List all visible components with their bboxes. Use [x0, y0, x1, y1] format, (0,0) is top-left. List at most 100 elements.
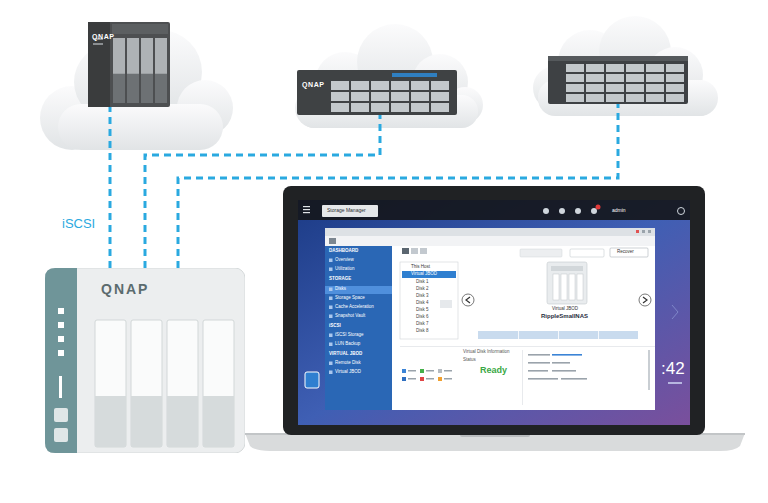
screen-ui-part-part	[329, 362, 333, 366]
rack-server-part-part	[646, 64, 664, 72]
rack-nas-graphic-part	[331, 103, 349, 112]
screen-ui-part	[408, 378, 416, 380]
screen-ui-part	[577, 274, 583, 300]
screen-ui-part	[438, 369, 442, 373]
desktop-nas-graphic-part	[58, 350, 64, 356]
tower-nas-graphic-part	[127, 38, 139, 103]
screen-ui-part	[569, 274, 575, 300]
screen-ui-part	[543, 208, 549, 214]
screen-ui-part	[553, 274, 559, 300]
screen-ui-part	[518, 331, 520, 339]
rack-nas-graphic	[297, 70, 457, 115]
rack-nas-graphic-part	[431, 92, 449, 101]
field-name: Status	[463, 358, 476, 363]
screen-ui-part	[643, 297, 647, 303]
screen-ui-part	[305, 372, 319, 388]
brand-logo: QNAP	[302, 81, 325, 88]
screen-ui-part	[559, 208, 565, 214]
screen-ui-part-part	[329, 288, 333, 292]
screen-ui-part	[561, 378, 587, 380]
tower-nas-graphic-part	[113, 74, 125, 103]
rack-nas-graphic-part	[371, 103, 389, 112]
tower-nas-graphic-part	[127, 74, 139, 103]
tower-nas-graphic-part	[155, 38, 167, 103]
rack-nas-graphic-part	[411, 92, 429, 101]
screen-ui-part	[552, 354, 582, 356]
rack-server-part-part	[626, 94, 644, 102]
edge-label: iSCSI	[60, 216, 97, 232]
screen-ui-part	[668, 382, 682, 384]
screen-ui-part	[636, 230, 639, 233]
rack-server-part	[548, 56, 688, 61]
rack-nas-graphic-part	[331, 92, 349, 101]
rack-server-part-part	[626, 64, 644, 72]
screen-ui-part-part	[329, 297, 333, 301]
status-value: Ready	[480, 366, 507, 375]
rack-server-part-part	[666, 94, 684, 102]
screen-ui-part	[678, 208, 685, 215]
desktop-nas: QNAP	[45, 268, 245, 453]
screen-ui-part	[298, 200, 690, 220]
screen-ui-part	[528, 362, 550, 364]
tree-item: Disk 5	[416, 308, 429, 313]
screen-ui-part	[440, 300, 452, 308]
screen-ui-part	[420, 369, 424, 373]
laptop	[245, 186, 745, 451]
tower-nas: QNAP	[88, 22, 170, 107]
screen-ui-part	[552, 370, 576, 372]
screen-ui-part	[400, 346, 655, 348]
rack-server-part-part	[586, 94, 604, 102]
rack-server-part	[548, 56, 688, 104]
rack-nas-graphic-part	[411, 81, 429, 90]
screen-ui-part	[325, 236, 655, 246]
panel-heading: Virtual Disk Information	[463, 350, 509, 355]
desktop-nas-graphic-part	[203, 320, 234, 447]
screen-ui-part	[558, 331, 560, 339]
screen-ui-part	[420, 377, 424, 381]
screen-ui-part	[520, 249, 562, 257]
screen-ui-part	[325, 228, 655, 410]
cloud	[295, 24, 483, 128]
screen-ui-part	[462, 294, 474, 306]
menu-item: DASHBOARD	[329, 249, 358, 254]
tower-nas-graphic-part	[141, 74, 153, 103]
screen-ui-part	[570, 249, 604, 257]
iscsi-link	[109, 107, 112, 268]
rack-server-part	[566, 64, 684, 102]
menu-item: Remote Disk	[335, 361, 361, 366]
rack-nas-graphic-part	[391, 81, 409, 90]
rack-server-part-part	[606, 94, 624, 102]
rack-server-part-part	[626, 74, 644, 82]
tower-nas-graphic-part	[112, 24, 168, 34]
rack-server-part-part	[566, 94, 584, 102]
screen-ui-part	[466, 297, 470, 303]
rack-nas-graphic-part	[351, 103, 369, 112]
screen-ui	[298, 200, 690, 410]
desktop-nas-graphic-part	[45, 268, 245, 453]
screen-ui-part	[551, 266, 583, 271]
menu-item: Disks	[335, 287, 346, 292]
tree-item: Disk 7	[416, 322, 429, 327]
screen-ui-part	[402, 369, 406, 373]
screen-ui-part	[552, 362, 570, 364]
screen-ui-part	[408, 370, 416, 372]
screen-ui-part-part	[329, 268, 333, 272]
screen-ui-part	[561, 274, 567, 300]
tower-nas-graphic-part	[93, 43, 103, 45]
screen-ui-part	[402, 248, 409, 254]
rack-nas-graphic-part	[391, 92, 409, 101]
screen-ui-part-part	[329, 334, 333, 338]
screen-ui-part	[400, 262, 458, 339]
screen-ui-part	[528, 378, 558, 380]
screen-ui-part	[522, 350, 524, 405]
button-label: Recover	[617, 250, 634, 255]
screen-ui-part	[329, 238, 336, 244]
screen-ui-part	[303, 212, 310, 213]
rack-server-part-part	[586, 84, 604, 92]
screen-ui-part	[639, 294, 651, 306]
menu-item: VIRTUAL JBOD	[329, 352, 362, 357]
screen-ui-part-part	[329, 343, 333, 347]
tree-item: This Host	[411, 265, 430, 270]
desktop-nas-graphic-part	[203, 396, 234, 447]
